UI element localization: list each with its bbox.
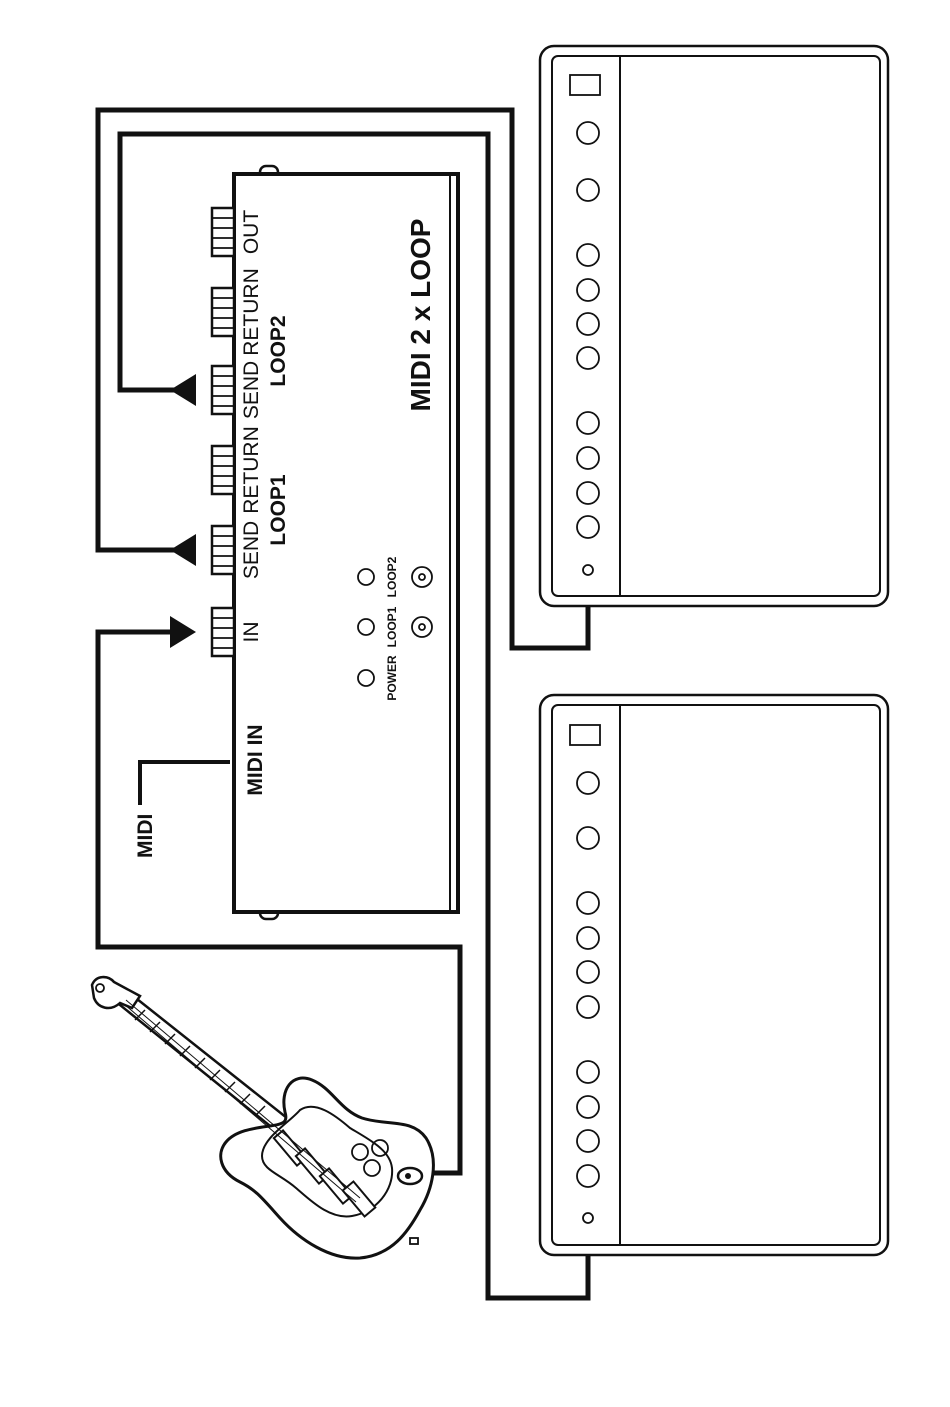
in-arrow-icon <box>170 616 196 648</box>
send2-arrow-icon <box>170 374 196 406</box>
loop1-led-label: LOOP1 <box>385 606 399 647</box>
jack-send2[interactable] <box>212 366 234 414</box>
loop1-group-label: LOOP1 <box>267 474 290 546</box>
amplifier-top <box>540 46 888 606</box>
jack-return2[interactable] <box>212 288 234 336</box>
jack-out[interactable] <box>212 208 234 256</box>
midi-in-label: MIDI IN <box>244 724 267 795</box>
jack-return2-label: RETURN <box>240 268 263 356</box>
amplifier-bottom <box>540 695 888 1255</box>
jack-in[interactable] <box>212 608 234 656</box>
midi-label: MIDI <box>134 814 157 858</box>
jack-return1-label: RETURN <box>240 426 263 514</box>
midi-cable <box>140 762 230 805</box>
guitar-neck <box>120 995 292 1134</box>
power-led-label: POWER <box>385 655 399 701</box>
jack-send1-label: SEND <box>240 521 263 579</box>
device-title: MIDI 2 x LOOP <box>405 219 436 412</box>
midi-2x-loop-unit: OUT RETURN SEND RETURN SEND IN LOOP2 LOO… <box>212 166 458 919</box>
jack-send1[interactable] <box>212 526 234 574</box>
jack-in-label: IN <box>240 622 263 643</box>
jack-out-label: OUT <box>240 210 263 255</box>
jack-return1[interactable] <box>212 446 234 494</box>
electric-guitar-icon <box>92 977 433 1258</box>
loop2-group-label: LOOP2 <box>267 315 290 386</box>
jack-send2-label: SEND <box>240 361 263 419</box>
send1-arrow-icon <box>170 534 196 566</box>
loop2-led-label: LOOP2 <box>385 556 399 597</box>
